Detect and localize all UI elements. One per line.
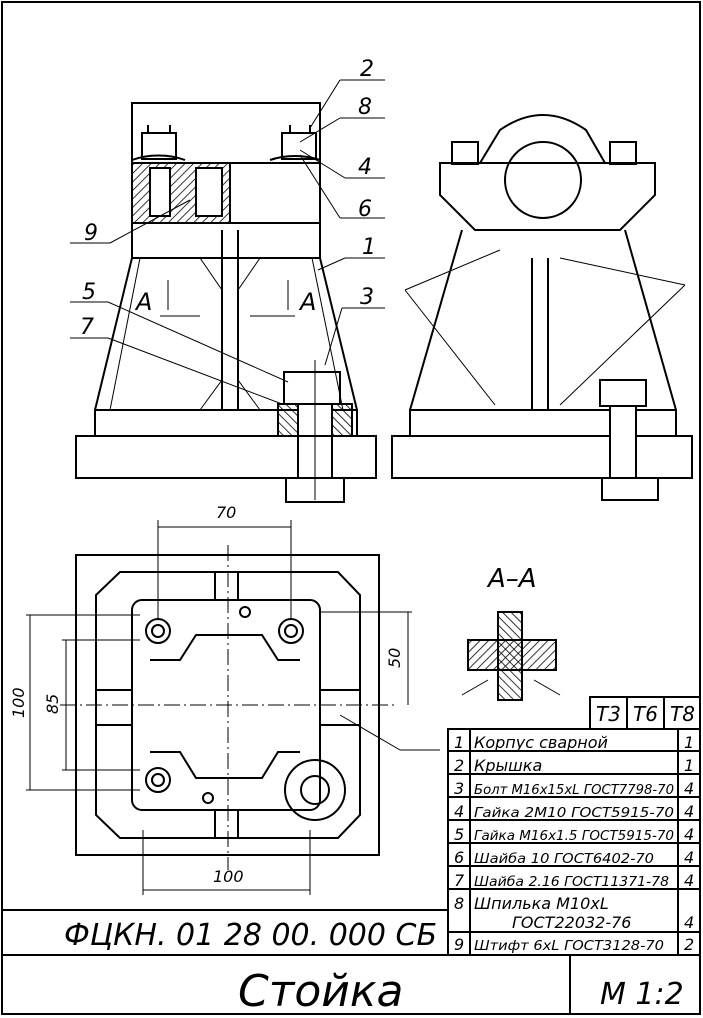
- bom-header-t8: Т8: [670, 702, 695, 726]
- drawing-title: Стойка: [238, 966, 403, 1017]
- bom-name: Штифт 6хL ГОСТ3128-70: [474, 939, 664, 954]
- bom-name: Шпилька М10хL: [474, 894, 609, 913]
- dim-85: 85: [43, 694, 62, 714]
- bom-qty: 2: [684, 935, 694, 954]
- callout-5: 5: [82, 280, 96, 305]
- dim-70: 70: [216, 503, 236, 522]
- callout-9: 9: [84, 221, 98, 246]
- callout-6: 6: [358, 197, 372, 222]
- callout-4: 4: [358, 155, 372, 180]
- callout-2: 2: [360, 57, 374, 82]
- bom-qty: 4: [684, 871, 694, 890]
- section-mark-right: А: [298, 288, 316, 316]
- bom-qty: 4: [684, 779, 694, 798]
- callout-3: 3: [360, 285, 374, 310]
- bom-pos: 2: [454, 756, 464, 775]
- bom-qty: 4: [684, 802, 694, 821]
- bom-name: Гайка 2М10 ГОСТ5915-70: [474, 806, 674, 821]
- bom-pos: 1: [454, 733, 464, 752]
- drawing-scale: М 1:2: [600, 977, 684, 1012]
- bom-name: ГОСТ22032-76: [512, 913, 631, 932]
- bom-qty: 1: [684, 756, 694, 775]
- bom-name: Гайка М16х1.5 ГОСТ5915-70: [474, 829, 674, 844]
- dim-100-left: 100: [9, 687, 28, 718]
- bom-pos: 9: [454, 935, 464, 954]
- bom-name: Корпус сварной: [474, 733, 608, 752]
- bom-header-t6: Т6: [633, 702, 658, 726]
- bom-rows: 1 Корпус сварной 1 2 Крышка 1 3 Болт М16…: [454, 733, 694, 954]
- bom-pos: 8: [454, 894, 464, 913]
- bom-pos: 3: [454, 779, 464, 798]
- bom-pos: 6: [454, 848, 464, 867]
- dim-50: 50: [385, 648, 404, 668]
- bom-name: Шайба 2.16 ГОСТ11371-78: [474, 875, 669, 890]
- section-label: А–А: [486, 564, 537, 594]
- bom-qty: 4: [684, 825, 694, 844]
- bom-qty: 4: [684, 913, 694, 932]
- bom-name: Болт М16х15хL ГОСТ7798-70: [474, 783, 674, 798]
- side-view: [391, 114, 693, 501]
- section-mark-left: А: [134, 288, 152, 316]
- top-view: [26, 520, 440, 895]
- bom-table: [447, 696, 701, 956]
- callout-8: 8: [358, 95, 372, 120]
- bom-name: Крышка: [474, 756, 542, 775]
- bom-pos: 4: [454, 802, 464, 821]
- drawing-designation: ФЦКН. 01 28 00. 000 СБ: [64, 918, 437, 953]
- section-a-a: [461, 611, 561, 701]
- bom-pos: 7: [454, 871, 465, 890]
- bom-qty: 4: [684, 848, 694, 867]
- dim-100-bottom: 100: [213, 867, 244, 886]
- bom-name: Шайба 10 ГОСТ6402-70: [474, 852, 654, 867]
- callout-1: 1: [362, 235, 376, 260]
- front-view: [70, 79, 385, 503]
- bom-qty: 1: [684, 733, 694, 752]
- bom-header-t3: Т3: [596, 702, 621, 726]
- bom-pos: 5: [454, 825, 464, 844]
- callout-7: 7: [80, 315, 94, 340]
